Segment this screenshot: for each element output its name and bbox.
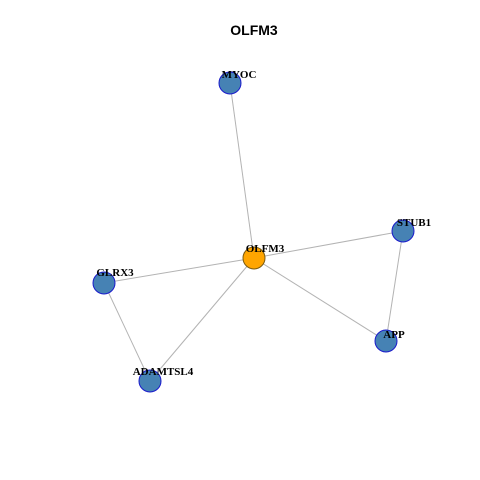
edge-olfm3-stub1 <box>253 230 404 259</box>
node-glrx3: GLRX3 <box>92 267 134 295</box>
node-circle-glrx3 <box>92 271 116 295</box>
edge-olfm3-adamtsl4 <box>149 257 255 382</box>
edge-stub1-app <box>385 230 404 342</box>
node-label-glrx3: GLRX3 <box>96 267 134 279</box>
graph-title: OLFM3 <box>230 22 278 38</box>
node-label-adamtsl4: ADAMTSL4 <box>133 366 194 378</box>
node-circle-stub1 <box>391 219 415 243</box>
node-circle-app <box>374 329 398 353</box>
node-label-olfm3: OLFM3 <box>246 243 285 255</box>
edge-olfm3-app <box>253 257 387 342</box>
node-circle-adamtsl4 <box>138 369 162 393</box>
node-label-app: APP <box>383 329 405 341</box>
node-app: APP <box>374 329 405 353</box>
node-label-stub1: STUB1 <box>397 217 431 229</box>
node-label-myoc: MYOC <box>222 69 257 81</box>
edge-layer <box>103 82 404 382</box>
node-myoc: MYOC <box>218 69 257 95</box>
edge-glrx3-adamtsl4 <box>103 282 151 382</box>
node-stub1: STUB1 <box>391 217 431 243</box>
node-adamtsl4: ADAMTSL4 <box>133 366 194 393</box>
edge-olfm3-glrx3 <box>103 257 255 284</box>
edge-olfm3-myoc <box>229 82 255 259</box>
node-circle-olfm3 <box>242 246 266 270</box>
node-circle-myoc <box>218 71 242 95</box>
node-olfm3: OLFM3 <box>242 243 285 270</box>
